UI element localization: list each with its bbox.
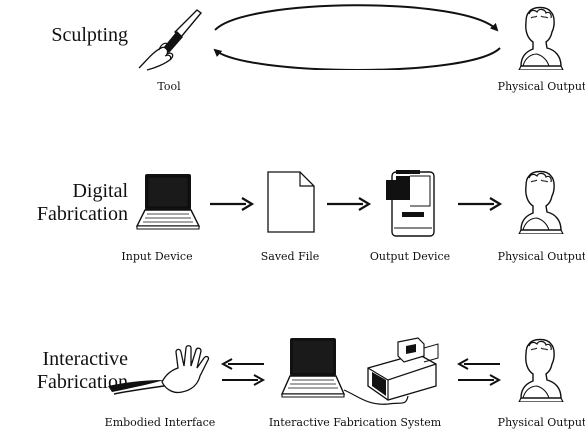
document-file-icon <box>267 171 315 233</box>
node-label: Physical Output <box>497 80 585 93</box>
bidirectional-arrows <box>220 358 266 386</box>
3d-printer-icon <box>386 170 435 237</box>
bust-sculpture-icon <box>518 338 564 402</box>
laptop-icon <box>280 338 346 398</box>
bust-sculpture-icon <box>518 170 564 234</box>
cycle-arrows <box>213 4 501 70</box>
node-label: Interactive Fabrication System <box>268 416 442 429</box>
arrow-right <box>458 197 503 211</box>
heading-line: Fabrication <box>36 371 128 393</box>
bidirectional-arrows <box>456 358 502 386</box>
heading-line: Fabrication <box>36 203 128 225</box>
arrow-right <box>210 197 255 211</box>
heading-line: Interactive <box>42 348 129 370</box>
node-label: Embodied Interface <box>104 416 216 429</box>
row-heading-digital-fabrication: Digital Fabrication <box>4 180 128 226</box>
heading-line: Sculpting <box>51 24 128 46</box>
node-label: Saved File <box>260 250 320 263</box>
node-label: Input Device <box>121 250 193 263</box>
gesturing-hand-icon <box>108 345 210 395</box>
row-heading-sculpting: Sculpting <box>4 24 128 47</box>
chisel-in-hand-icon <box>138 9 203 71</box>
heading-line: Digital <box>72 180 128 202</box>
arrow-right <box>327 197 372 211</box>
laptop-icon <box>135 174 201 230</box>
node-label: Physical Output <box>497 250 585 263</box>
interactive-fabrication-system <box>280 337 439 405</box>
node-label: Physical Output <box>497 416 585 429</box>
node-label: Tool <box>157 80 181 93</box>
node-label: Output Device <box>369 250 451 263</box>
fabrication-machine-icon <box>367 337 439 401</box>
bust-sculpture-icon <box>518 6 564 70</box>
row-heading-interactive-fabrication: Interactive Fabrication <box>4 348 128 394</box>
